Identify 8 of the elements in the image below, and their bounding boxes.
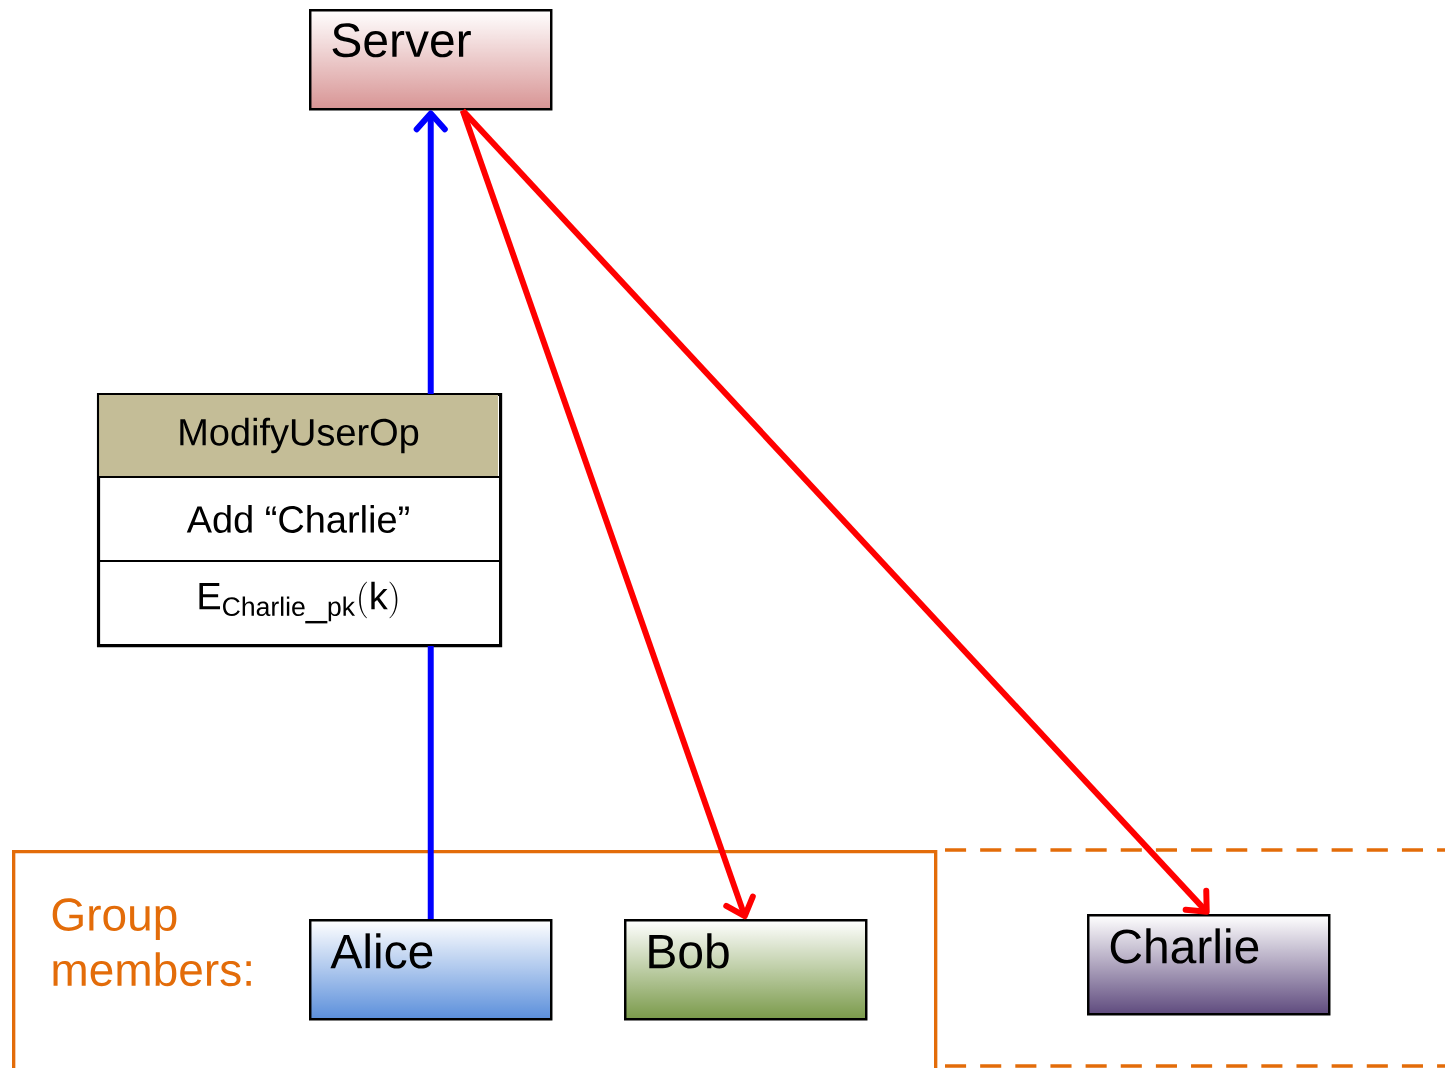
person-box: Server [309, 9, 553, 111]
person-box: Alice [309, 919, 553, 1021]
message-box: ModifyUserOp Add “Charlie” $\mathrm{E}_{\mathrm{Charlie\_pk}}(\mathrm{k})$ [96, 392, 503, 648]
arrow [460, 108, 1210, 915]
person-box: Bob [624, 919, 868, 1021]
arrow [459, 109, 756, 920]
arrow [413, 110, 448, 394]
person-box: Charlie [1087, 914, 1331, 1016]
